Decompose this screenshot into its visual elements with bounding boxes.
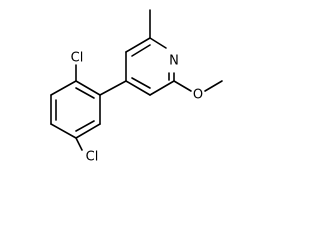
bond bbox=[75, 87, 95, 99]
atom-label-oxygen: O bbox=[193, 88, 203, 103]
pyridine-ring bbox=[125, 37, 175, 96]
bond bbox=[50, 123, 77, 139]
atom-label-chlorine: Cl bbox=[86, 150, 99, 165]
bond bbox=[75, 123, 101, 139]
bond bbox=[149, 80, 175, 96]
bond bbox=[149, 37, 167, 49]
structure-diagram: Cl Cl N O bbox=[50, 9, 223, 165]
bond bbox=[125, 80, 151, 96]
bond-biaryl bbox=[99, 80, 127, 96]
bond-c-o bbox=[173, 80, 192, 92]
atom-label-nitrogen: N bbox=[169, 54, 179, 69]
atom-label-chlorine: Cl bbox=[71, 51, 84, 66]
bond bbox=[131, 77, 151, 89]
bond bbox=[75, 120, 95, 132]
bond-o-ch3 bbox=[204, 80, 223, 92]
bond-cl-bottom bbox=[75, 137, 83, 151]
bond bbox=[131, 44, 151, 57]
dichlorophenyl-ring bbox=[50, 80, 101, 139]
bond bbox=[125, 37, 151, 53]
bond bbox=[75, 80, 101, 96]
bond bbox=[50, 80, 77, 96]
